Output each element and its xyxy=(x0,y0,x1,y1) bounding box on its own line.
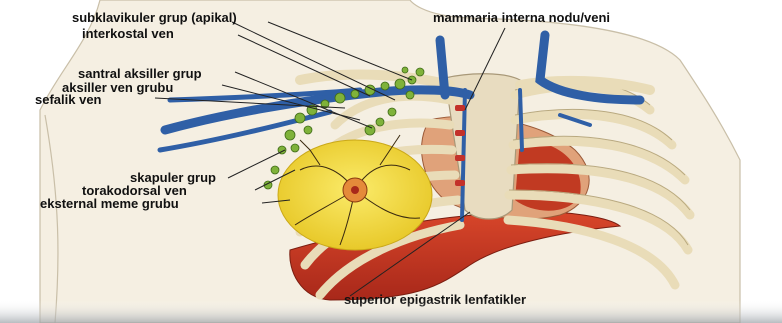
nipple xyxy=(351,186,359,194)
bottom-shadow xyxy=(0,300,782,323)
label-subclavian-group: subklavikuler grup (apikal) xyxy=(72,10,237,25)
label-intercostal-vein: interkostal ven xyxy=(82,26,174,41)
label-central-axillary: santral aksiller grup xyxy=(78,66,202,81)
label-external-mammary: eksternal meme grubu xyxy=(40,196,179,211)
label-cephalic-vein: sefalik ven xyxy=(35,92,102,107)
label-internal-mammary: mammaria interna nodu/veni xyxy=(433,10,610,25)
